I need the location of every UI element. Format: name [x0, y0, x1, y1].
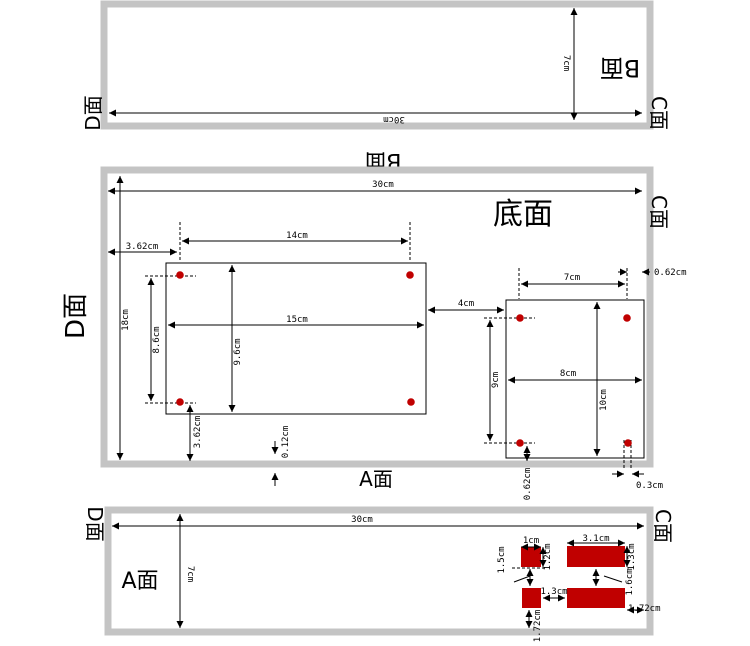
hole: [623, 314, 631, 322]
front-panel: D面 C面 A面 30cm 7cm 1cm 1.2cm 3.1cm 1.3cm …: [83, 506, 675, 642]
leader-line: [603, 575, 623, 583]
lower-gap-label: 1.3cm: [540, 587, 567, 597]
gap-between-label: 4cm: [458, 299, 474, 309]
bottom-left-label: 1.72cm: [533, 610, 543, 643]
front-height-label: 7cm: [185, 566, 195, 582]
left-width-label: 15cm: [286, 315, 308, 325]
mid-width-label: 30cm: [372, 180, 394, 190]
big-height-label: 1.3cm: [627, 543, 637, 570]
front-face-d-label: D面: [83, 506, 107, 541]
hole: [407, 398, 415, 406]
mid-face-c-label: C面: [647, 195, 671, 229]
hole: [624, 439, 632, 447]
hole: [516, 314, 524, 322]
top-face-c-label: C面: [647, 96, 671, 130]
gap-v-label: 1.5cm: [497, 546, 507, 573]
right-top-offset-label: 0.62cm: [654, 268, 687, 278]
mid-height-label: 18cm: [121, 309, 131, 331]
cutout-small-lower: [522, 588, 541, 608]
front-face-c-label: C面: [651, 509, 675, 543]
cutout-big-upper: [567, 546, 625, 567]
left-hole-height-label: 8.6cm: [152, 326, 162, 353]
mid-title: 底面: [493, 197, 553, 232]
right-height-label: 10cm: [599, 389, 609, 411]
gap-big-label: 1.6cm: [625, 568, 635, 595]
left-height-label: 9.6cm: [233, 338, 243, 365]
right-width-label: 8cm: [560, 369, 576, 379]
top-width-label: 30cm: [383, 114, 405, 124]
bottom-offset-label: 3.62cm: [193, 416, 203, 449]
left-offset-label: 3.62cm: [126, 242, 159, 252]
right-hole-span-label: 7cm: [564, 273, 580, 283]
front-width-label: 30cm: [351, 515, 373, 525]
hole: [176, 398, 184, 406]
hole: [516, 439, 524, 447]
top-height-label: 7cm: [561, 55, 571, 71]
small-height-label: 1.2cm: [543, 543, 553, 570]
leader-line: [513, 575, 531, 583]
cutout-big-lower: [567, 588, 625, 608]
mid-panel-frame: [100, 166, 654, 468]
left-plate: [165, 262, 427, 415]
hole: [176, 271, 184, 279]
small-width-label: 1cm: [523, 536, 539, 546]
left-hole-span-label: 14cm: [286, 231, 308, 241]
hole: [406, 271, 414, 279]
right-bottom-offset-label: 0.62cm: [523, 468, 533, 501]
edge-gap-label: 0.12cm: [281, 426, 291, 459]
right-hole-height-label: 9cm: [491, 372, 501, 388]
right-edge-label: 0.3cm: [636, 481, 663, 491]
front-panel-frame: [104, 506, 654, 636]
mid-face-d-label: D面: [61, 293, 91, 339]
top-panel-frame: [100, 0, 654, 130]
top-face-d-label: D面: [81, 95, 105, 130]
big-width-label: 3.1cm: [582, 534, 609, 544]
top-panel: 30cm 7cm B面 C面 D面: [81, 0, 671, 131]
bottom-right-label: 1.72cm: [628, 604, 661, 614]
mid-face-a-label: A面: [359, 467, 393, 491]
front-face-a-label: A面: [121, 569, 158, 594]
bottom-view-panel: B面 底面 C面 D面 A面 30cm 18cm 3.62cm 14cm 15c…: [61, 148, 687, 500]
right-plate: [505, 299, 645, 459]
top-face-b-label: B面: [600, 54, 640, 82]
cutout-small-upper: [521, 547, 541, 567]
